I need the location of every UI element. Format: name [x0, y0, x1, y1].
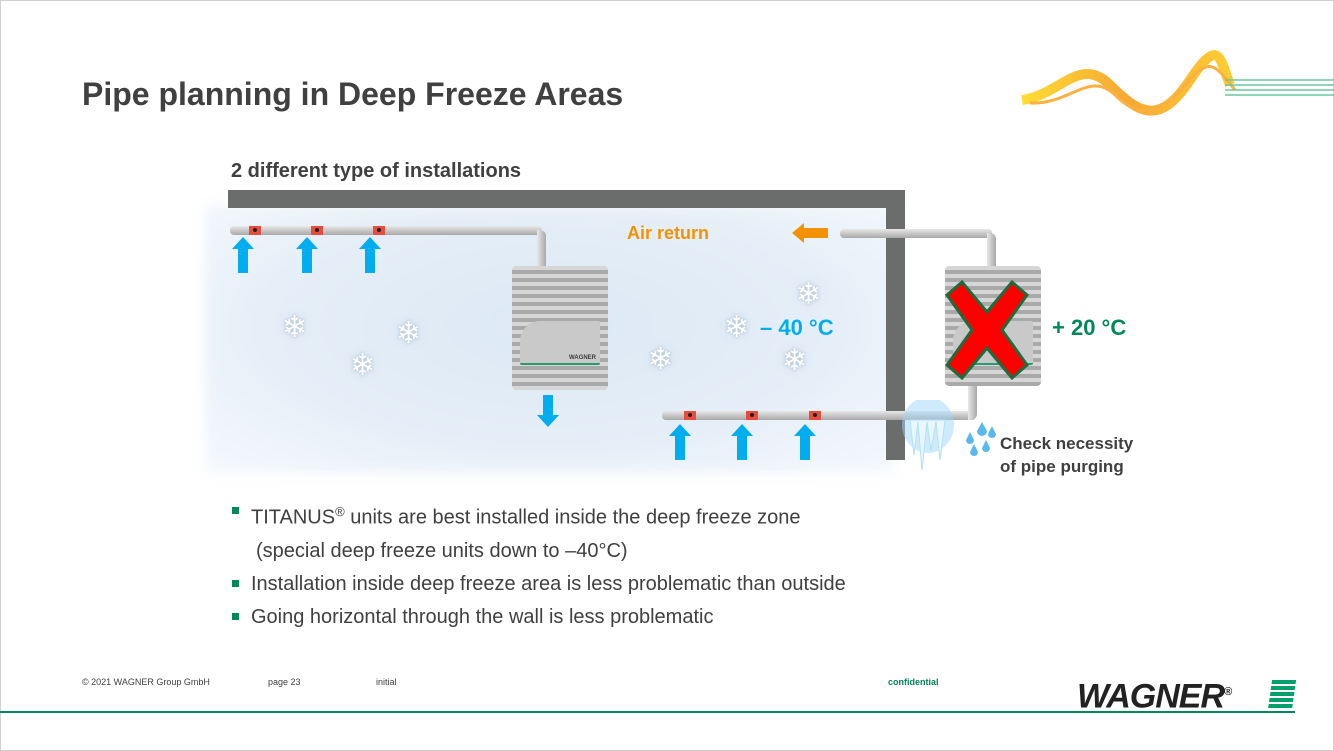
air-return-pipe [840, 229, 992, 238]
snowflake-icon: ❄ [796, 278, 822, 311]
sampling-hole [311, 226, 323, 235]
snowflake-icon: ❄ [282, 311, 308, 344]
up-arrow-icon [359, 237, 381, 273]
snowflake-icon: ❄ [396, 317, 422, 350]
footer-page: page 23 [268, 677, 301, 687]
sampling-hole [249, 226, 261, 235]
snowflake-icon: ❄ [648, 343, 674, 376]
bullet-continuation: (special deep freeze units down to –40°C… [256, 539, 628, 562]
bullet-item: Installation inside deep freeze area is … [231, 568, 846, 601]
down-arrow-icon [537, 395, 559, 427]
bullet-text: TITANUS [251, 506, 336, 529]
pipe-elbow [987, 233, 996, 267]
section-subtitle: 2 different type of installations [231, 160, 522, 182]
up-arrow-icon [669, 424, 691, 460]
snowflake-icon: ❄ [782, 344, 808, 377]
purge-note: Check necessity of pipe purging [1000, 432, 1133, 478]
unit-panel: WAGNER [520, 321, 600, 365]
snowflake-icon: ❄ [724, 311, 750, 344]
cross-icon [944, 280, 1030, 380]
pipe-elbow [537, 230, 546, 268]
sampling-hole [809, 411, 821, 420]
up-arrow-icon [731, 424, 753, 460]
sampling-hole [373, 226, 385, 235]
left-arrow-icon [792, 223, 828, 243]
footer-initial: initial [376, 677, 397, 687]
logo-text: WAGNER [1077, 677, 1225, 716]
bullet-list: TITANUS® units are best installed inside… [231, 495, 846, 634]
up-arrow-icon [296, 237, 318, 273]
sampling-hole [684, 411, 696, 420]
logo-stripes [1267, 680, 1297, 710]
purge-note-line: of pipe purging [1000, 457, 1124, 476]
bullet-item: Going horizontal through the wall is les… [231, 601, 846, 634]
footer-rule [0, 711, 1295, 713]
footer-confidential: confidential [888, 677, 939, 687]
bullet-text: units are best installed inside the deep… [344, 506, 801, 529]
bullet-item: TITANUS® units are best installed inside… [231, 495, 846, 535]
snowflake-icon: ❄ [350, 349, 376, 382]
inside-temperature: – 40 °C [760, 315, 834, 340]
purge-note-line: Check necessity [1000, 434, 1134, 453]
footer-copyright: © 2021 WAGNER Group GmbH [82, 677, 210, 687]
side-wall [886, 190, 905, 460]
up-arrow-icon [794, 424, 816, 460]
icicles-icon [902, 400, 954, 471]
outside-temperature: + 20 °C [1052, 315, 1127, 340]
flame-wave-logo [1021, 50, 1334, 116]
water-drops-icon [966, 422, 996, 456]
slide-title: Pipe planning in Deep Freeze Areas [82, 76, 624, 112]
air-return-label: Air return [627, 223, 710, 243]
wagner-logo: WAGNER® [1077, 674, 1232, 716]
pipe-elbow [968, 386, 977, 420]
sampling-pipe-top [230, 226, 542, 235]
up-arrow-icon [232, 237, 254, 273]
sampling-hole [746, 411, 758, 420]
titanus-unit-inside: WAGNER [512, 266, 608, 390]
unit-logo: WAGNER [569, 355, 596, 361]
registered-mark: ® [335, 504, 345, 519]
ceiling-wall [228, 190, 905, 208]
logo-reg: ® [1224, 686, 1232, 698]
